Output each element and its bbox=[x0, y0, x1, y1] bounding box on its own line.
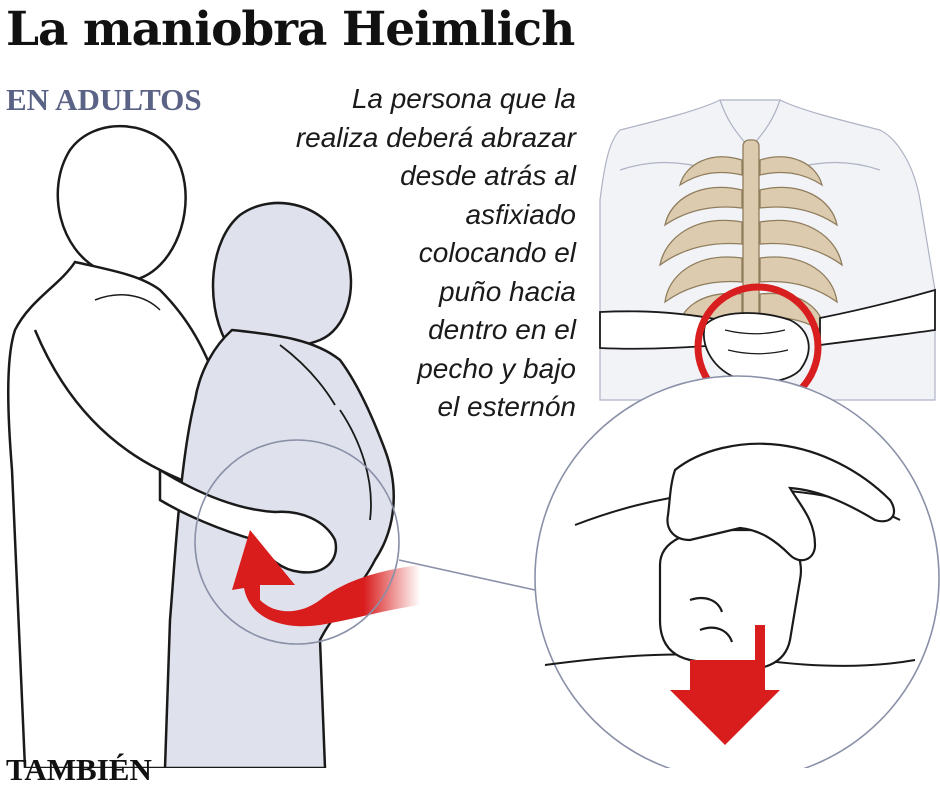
fist-detail bbox=[534, 375, 940, 768]
footer-label: TAMBIÉN bbox=[6, 752, 152, 787]
rescuer-arm bbox=[158, 467, 338, 574]
instruction-line: el esternón bbox=[437, 391, 576, 422]
instruction-line: pecho y bajo bbox=[417, 352, 576, 384]
detail-circle bbox=[194, 439, 400, 645]
instruction-line: asfixiado bbox=[465, 198, 576, 230]
victim-head bbox=[211, 201, 353, 350]
instruction-line: realiza deberá abrazar bbox=[295, 121, 576, 153]
instruction-line: La persona que la bbox=[351, 83, 576, 114]
instruction-line: dentro en el bbox=[428, 314, 576, 345]
section-label: EN ADULTOS bbox=[6, 82, 202, 117]
instruction-line: puño hacia bbox=[438, 275, 576, 307]
victim-figure bbox=[163, 201, 395, 768]
ribcage-icon bbox=[599, 99, 936, 411]
instruction-text: La persona que la realiza deberá abrazar… bbox=[248, 80, 576, 427]
curved-arrow-icon bbox=[232, 530, 420, 627]
instruction-line: colocando el bbox=[418, 237, 576, 268]
down-arrow-icon bbox=[670, 625, 780, 745]
rescuer-head bbox=[56, 125, 187, 282]
fist-icon bbox=[658, 442, 896, 671]
instruction-line: desde atrás al bbox=[400, 160, 576, 191]
page-title: La maniobra Heimlich bbox=[6, 2, 575, 57]
callout-line bbox=[398, 559, 536, 591]
illustration bbox=[7, 99, 940, 768]
